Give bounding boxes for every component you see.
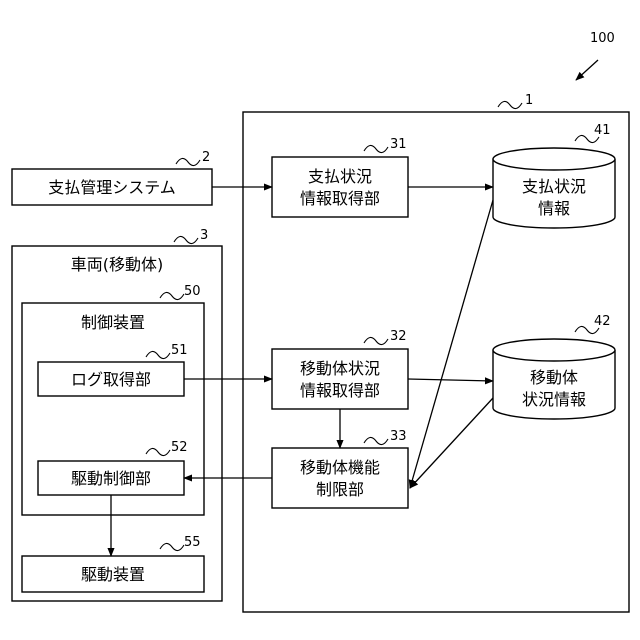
vehicle-label: 車両(移動体) [71,255,164,274]
drive-control-label: 駆動制御部 [71,469,151,488]
mobile-db-ref: 42 [594,314,611,329]
drive-control-ref: 52 [171,440,188,455]
payment-info-unit-line1: 支払状況 [308,167,372,186]
payment-system-ref: 2 [202,150,210,165]
vehicle-ref-leader [174,236,198,243]
log-unit-ref: 51 [171,343,188,358]
control-device-label: 制御装置 [81,313,145,332]
mobile-info-unit-box [272,349,408,409]
server-ref: 1 [525,93,533,108]
payment-info-unit-ref: 31 [390,137,407,152]
payment-db-line1: 支払状況 [522,177,586,196]
payment-db-ref: 41 [594,123,611,138]
control-device-ref: 50 [184,284,201,299]
drive-device-label: 駆動装置 [81,565,145,584]
payment-db-line2: 情報 [538,199,570,218]
log-unit-label: ログ取得部 [71,370,151,389]
mobile-info-unit-line2: 情報取得部 [300,381,380,400]
payment-system-ref-leader [176,158,200,165]
payment-info-unit-box [272,157,408,217]
limit-unit-ref: 33 [390,429,407,444]
drive-device-ref: 55 [184,535,201,550]
mobile-info-unit-line1: 移動体状況 [300,359,380,378]
limit-unit-box [272,448,408,508]
limit-unit-line1: 移動体機能 [300,458,380,477]
figure-ref-100: 100 [576,31,615,80]
limit-unit-line2: 制限部 [316,480,364,499]
payment-info-unit-line2: 情報取得部 [300,189,380,208]
mobile-db-line1: 移動体 [530,368,578,387]
mobile-db-line2: 状況情報 [522,390,586,409]
figure-ref-label: 100 [590,31,615,46]
mobile-info-unit-ref: 32 [390,329,407,344]
server-ref-leader [498,101,522,108]
figure-ref-arrow [576,60,598,80]
vehicle-ref: 3 [200,228,208,243]
payment-system-label: 支払管理システム [48,178,176,197]
